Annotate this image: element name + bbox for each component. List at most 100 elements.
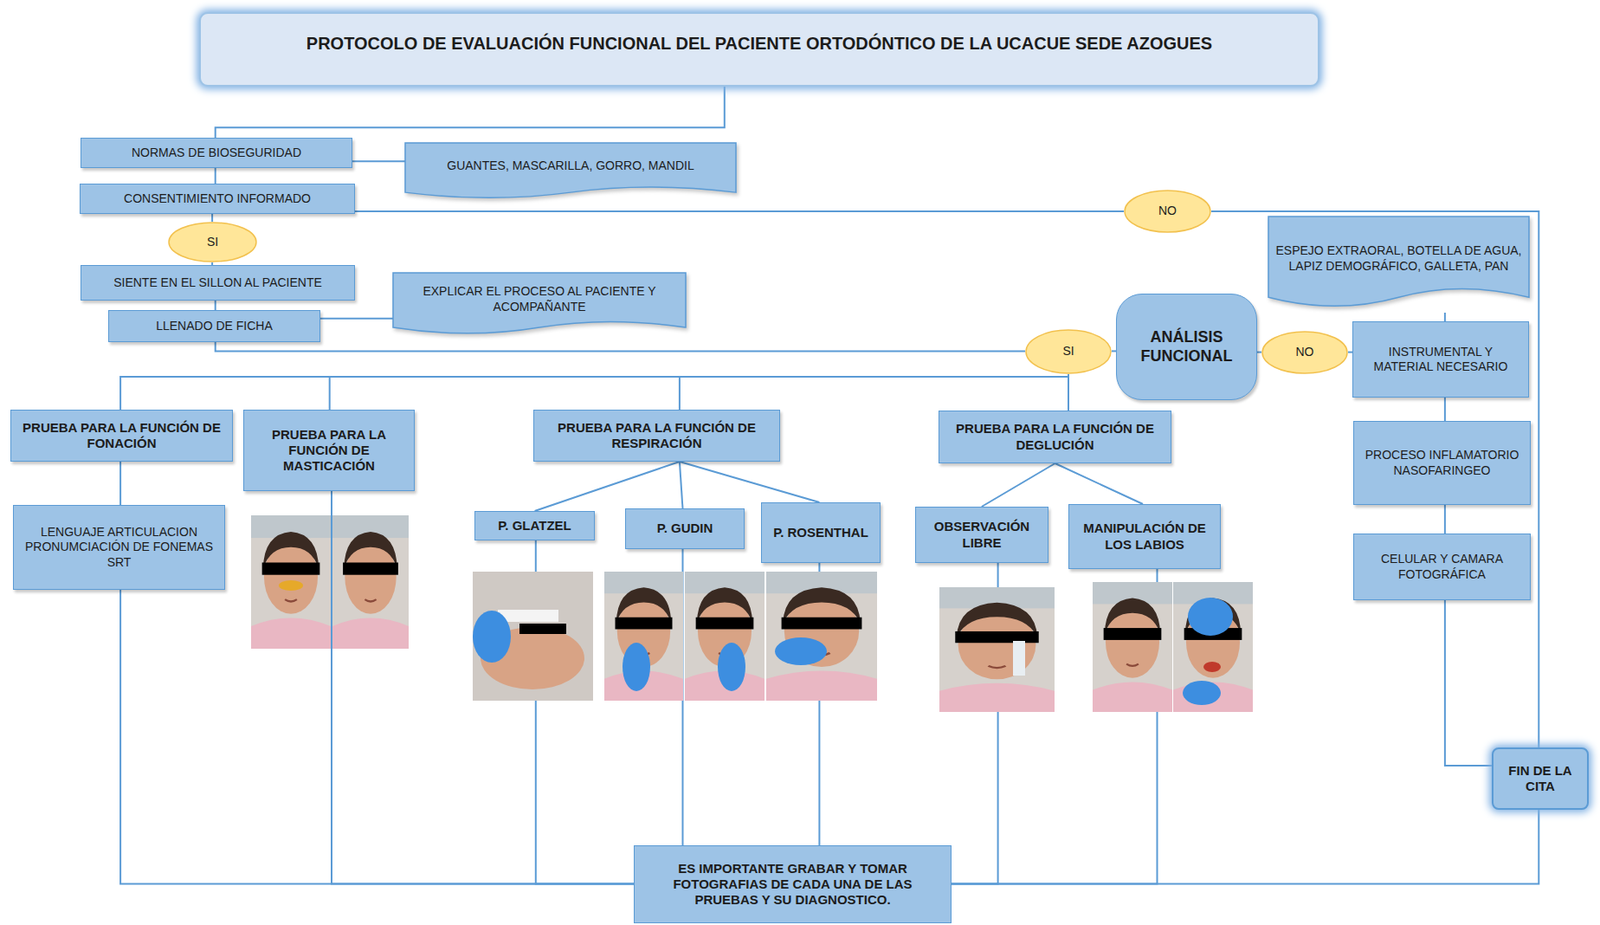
connector-line (981, 463, 1056, 507)
connector-line (679, 461, 820, 503)
document-box: GUANTES, MASCARILLA, GORRO, MANDIL (405, 142, 736, 202)
document-outline (1268, 216, 1530, 306)
connector-line (1444, 397, 1446, 421)
node-text: ES IMPORTANTE GRABAR Y TOMAR FOTOGRAFIAS… (643, 860, 942, 909)
connector-line (679, 461, 684, 509)
connector-line (331, 490, 634, 884)
document-box: ESPEJO EXTRAORAL, BOTELLA DE AGUA, LAPIZ… (1268, 216, 1530, 313)
connector-line (214, 300, 217, 310)
glove (774, 637, 827, 665)
note-box: ES IMPORTANTE GRABAR Y TOMAR FOTOGRAFIAS… (633, 845, 952, 923)
oval-outline (168, 222, 257, 262)
connector-line (120, 374, 1069, 410)
glove (1187, 597, 1233, 636)
process-box: INSTRUMENTAL Y MATERIAL NECESARIO (1352, 321, 1530, 398)
decision-oval: NO (1123, 189, 1212, 233)
decision-oval: SI (167, 221, 258, 263)
patient-photo (684, 571, 765, 701)
document-box: EXPLICAR EL PROCESO AL PACIENTE Y ACOMPA… (393, 272, 686, 338)
test-box: P. GUDIN (625, 508, 745, 549)
connector-line (1067, 374, 1070, 411)
test-box: PRUEBA PARA LA FUNCIÓN DE MASTICACIÓN (243, 409, 415, 491)
glove (472, 610, 511, 663)
connector-line (215, 86, 725, 138)
node-text: FIN DE LA CITA (1498, 762, 1582, 795)
connector-line (329, 374, 1069, 410)
node-text: CONSENTIMIENTO INFORMADO (123, 191, 311, 207)
connector-line (119, 461, 122, 505)
document-outline (393, 272, 686, 334)
water-bottle (1012, 640, 1026, 676)
process-box: NORMAS DE BIOSEGURIDAD (80, 137, 353, 168)
connector-line (1444, 312, 1446, 322)
test-box: P. ROSENTHAL (761, 502, 881, 563)
process-box: PROCESO INFLAMATORIO NASOFARINGEO (1353, 420, 1531, 505)
node-text: PRUEBA PARA LA FUNCIÓN DE FONACIÓN (16, 419, 227, 452)
node-text: ESPEJO EXTRAORAL, BOTELLA DE AGUA, LAPIZ… (1275, 243, 1523, 273)
node-text: LLENADO DE FICHA (155, 318, 273, 334)
test-box: OBSERVACIÓN LIBRE (915, 506, 1049, 563)
decision-oval: NO (1261, 330, 1349, 375)
mirror (497, 609, 559, 622)
lips (1203, 661, 1221, 672)
process-box: SIENTE EN EL SILLON AL PACIENTE (80, 264, 355, 301)
node-text: P. ROSENTHAL (773, 524, 869, 541)
test-box: P. GLATZEL (474, 510, 595, 541)
connector-line (1444, 504, 1446, 534)
node-text: SI (206, 234, 219, 250)
patient-photo (1092, 581, 1173, 712)
oval-outline (1124, 190, 1211, 233)
connector-line (951, 809, 1539, 884)
decision-oval: SI (1025, 329, 1112, 375)
node-text: ANÁLISIS FUNCIONAL (1122, 328, 1252, 367)
node-text: NORMAS DE BIOSEGURIDAD (131, 145, 302, 161)
connector-line (1211, 211, 1539, 748)
process-box: CELULAR Y CAMARA FOTOGRÁFICA (1353, 533, 1531, 600)
patient-photo (332, 515, 409, 649)
connector-line (352, 160, 406, 162)
node-text: MANIPULACIÓN DE LOS LABIOS (1074, 520, 1215, 553)
connector-line (354, 210, 1124, 213)
node-text: CELULAR Y CAMARA FOTOGRÁFICA (1359, 551, 1525, 581)
glove (1182, 680, 1221, 705)
node-text: NO (1158, 203, 1177, 219)
connector-line (679, 374, 1069, 410)
node-text: P. GUDIN (657, 520, 714, 536)
node-text: PROTOCOLO DE EVALUACIÓN FUNCIONAL DEL PA… (306, 32, 1213, 54)
connector-line (1445, 600, 1492, 766)
node-text: P. GLATZEL (497, 517, 571, 534)
node-text: SIENTE EN EL SILLON AL PACIENTE (113, 275, 323, 291)
connector-line (1055, 463, 1143, 504)
connector-line (320, 317, 394, 320)
document-outline (405, 142, 736, 198)
node-text: GUANTES, MASCARILLA, GORRO, MANDIL (446, 158, 695, 174)
node-text: PRUEBA PARA LA FUNCIÓN DE RESPIRACIÓN (539, 419, 775, 452)
end-box: FIN DE LA CITA (1491, 747, 1589, 810)
process-box: LLENADO DE FICHA (108, 309, 321, 342)
patient-photo (251, 515, 331, 649)
patient-photo (766, 571, 878, 701)
test-box: PRUEBA PARA LA FUNCIÓN DE RESPIRACIÓN (533, 409, 781, 462)
test-box: PRUEBA PARA LA FUNCIÓN DE FONACIÓN (10, 409, 233, 462)
node-text: PRUEBA PARA LA FUNCIÓN DE MASTICACIÓN (249, 426, 409, 475)
node-text: NO (1296, 344, 1315, 360)
eye-bar (519, 623, 567, 634)
cookie (278, 580, 304, 591)
oval-outline (1262, 331, 1348, 374)
patient-photo (939, 587, 1055, 712)
node-text: LENGUAJE ARTICULACION PRONUMCIACIÓN DE F… (19, 524, 220, 569)
patient-photo (604, 571, 684, 701)
oval-outline (1025, 329, 1111, 374)
connector-line (1257, 351, 1262, 354)
node-text: SI (1062, 343, 1074, 359)
node-text: INSTRUMENTAL Y MATERIAL NECESARIO (1358, 344, 1523, 375)
connector-line (215, 341, 1026, 351)
connector-line (211, 213, 213, 222)
node-text: OBSERVACIÓN LIBRE (921, 518, 1043, 551)
process-box: LENGUAJE ARTICULACION PRONUMCIACIÓN DE F… (12, 504, 226, 590)
patient-photo (1173, 581, 1253, 712)
glove (622, 642, 651, 691)
process-rounded: ANÁLISIS FUNCIONAL (1116, 293, 1258, 400)
node-text: EXPLICAR EL PROCESO AL PACIENTE Y ACOMPA… (400, 283, 679, 314)
glove (717, 642, 746, 691)
